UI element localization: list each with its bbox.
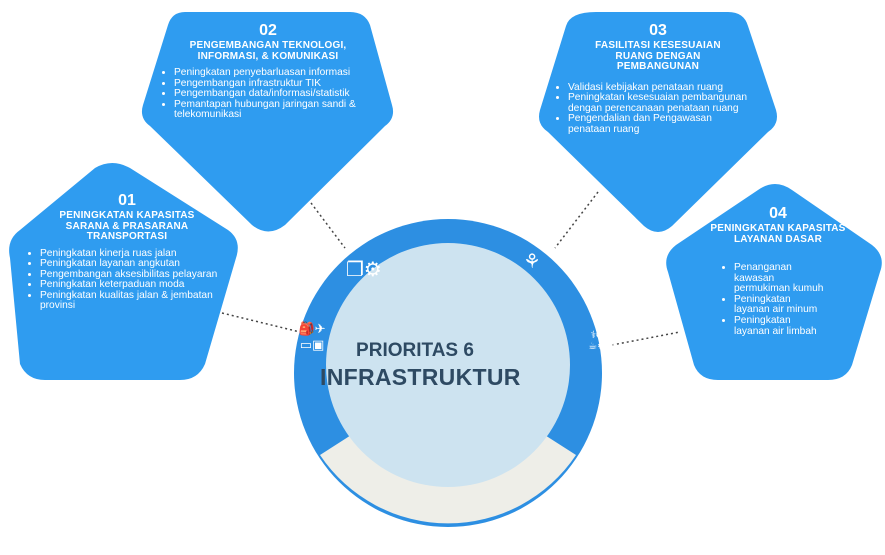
card-02-list: Peningkatan penyebarluasan informasi Pen… xyxy=(160,67,388,121)
list-item: Pengembangan data/informasi/statistik xyxy=(174,89,388,100)
list-item: Penanganan kawasan permukiman kumuh xyxy=(734,262,828,295)
list-item: Pengendalian dan Pengawasan penataan rua… xyxy=(568,113,768,135)
computer-icon: ❐⚙ xyxy=(346,257,382,281)
card-04-list: Penanganan kawasan permukiman kumuh Peni… xyxy=(720,262,858,337)
card-04-title: PENINGKATAN KAPASITAS LAYANAN DASAR xyxy=(710,223,846,245)
card-04: 04 PENINGKATAN KAPASITAS LAYANAN DASAR P… xyxy=(698,205,858,337)
center-inner-circle xyxy=(326,243,570,487)
connector-03 xyxy=(554,191,599,249)
list-item: Peningkatan penyebarluasan informasi xyxy=(174,67,388,79)
transport-icon: 🎒✈▭▣ xyxy=(298,322,326,353)
card-01: 01 PENINGKATAN KAPASITAS SARANA & PRASAR… xyxy=(20,192,234,312)
center-subtitle: PRIORITAS 6 xyxy=(356,340,474,361)
list-item: Peningkatan layanan air limbah xyxy=(734,315,828,337)
card-01-list: Peningkatan kinerja ruas jalan Peningkat… xyxy=(26,248,234,313)
list-item: Pemantapan hubungan jaringan sandi & tel… xyxy=(174,99,388,121)
card-01-title: PENINGKATAN KAPASITAS SARANA & PRASARANA… xyxy=(59,210,195,242)
list-item: Peningkatan kesesuaian pembangunan denga… xyxy=(568,92,768,114)
list-item: Peningkatan keterpaduan moda xyxy=(40,280,234,291)
center-title: INFRASTRUKTUR xyxy=(320,364,521,390)
card-03-number: 03 xyxy=(649,22,667,39)
list-item: Validasi kebijakan penataan ruang xyxy=(568,82,768,94)
list-item: Peningkatan kualitas jalan & jembatan pr… xyxy=(40,290,234,312)
card-03-title: FASILITASI KESESUAIAN RUANG DENGAN PEMBA… xyxy=(595,40,721,72)
connector-04 xyxy=(611,331,681,346)
connector-02 xyxy=(304,194,346,249)
center-label: PRIORITAS 6 INFRASTRUKTUR xyxy=(320,340,521,392)
card-01-number: 01 xyxy=(118,192,136,209)
card-03-list: Validasi kebijakan penataan ruang Pening… xyxy=(554,82,768,136)
list-item: Pengembangan infrastruktur TIK xyxy=(174,78,388,90)
card-02: 02 PENGEMBANGAN TEKNOLOGI, INFORMASI, & … xyxy=(148,22,388,121)
list-item: Pengembangan aksesibilitas pelayaran xyxy=(40,269,234,281)
connector-01 xyxy=(221,312,301,333)
growth-icon: ⚘ xyxy=(523,249,541,273)
card-04-shape xyxy=(666,184,882,380)
card-02-title: PENGEMBANGAN TEKNOLOGI, INFORMASI, & KOM… xyxy=(189,40,347,62)
card-02-shape xyxy=(141,12,394,232)
card-03: 03 FASILITASI KESESUAIAN RUANG DENGAN PE… xyxy=(548,22,768,135)
card-02-number: 02 xyxy=(259,22,277,39)
list-item: Peningkatan layanan air minum xyxy=(734,294,828,316)
card-03-shape xyxy=(539,12,777,232)
list-item: Peningkatan kinerja ruas jalan xyxy=(40,248,234,260)
card-01-shape xyxy=(9,163,238,380)
card-04-number: 04 xyxy=(769,205,787,222)
list-item: Peningkatan layanan angkutan xyxy=(40,258,234,270)
utilities-icon: ⚕❂♠☕⚙▦ xyxy=(588,330,616,352)
